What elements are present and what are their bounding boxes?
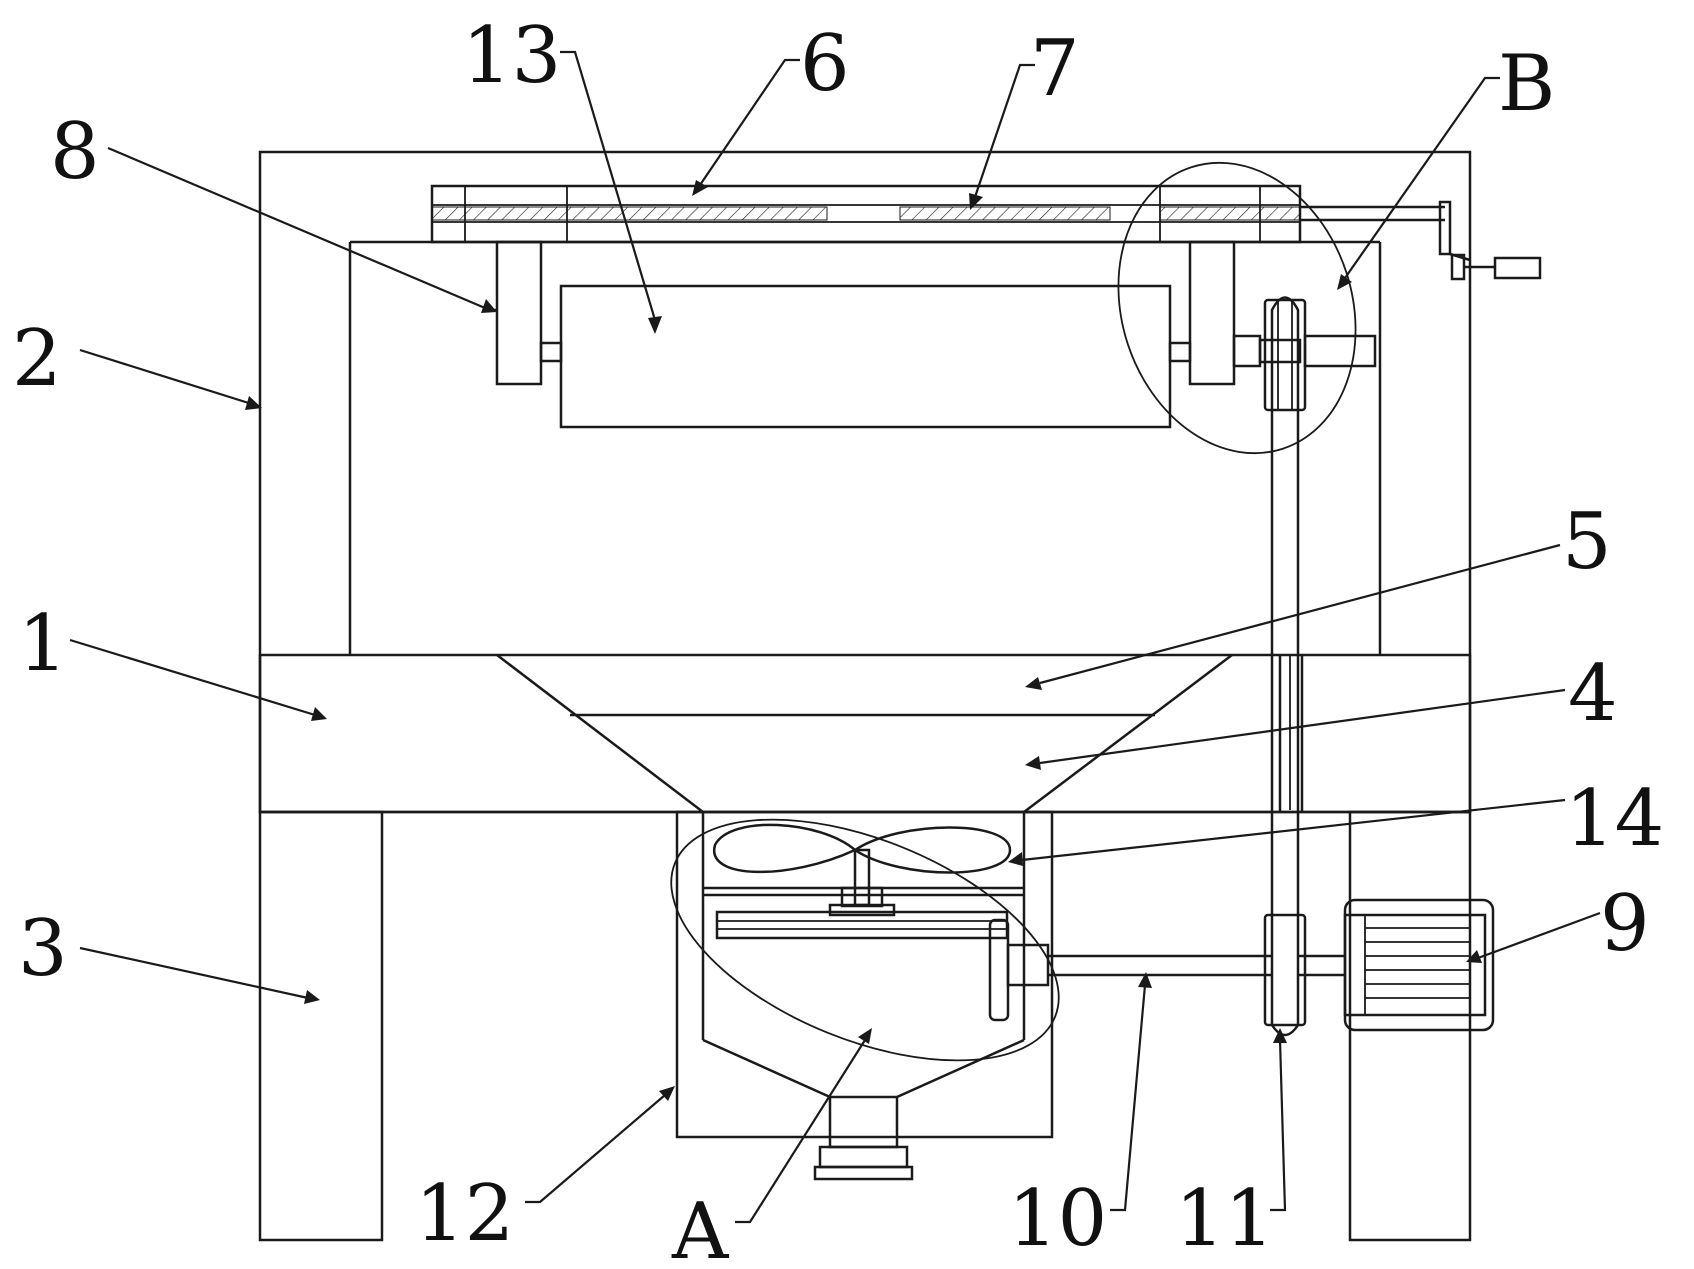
motor	[1343, 898, 1495, 1032]
main-box	[258, 653, 1472, 814]
fan-assembly	[703, 823, 1024, 940]
label-b: B	[1498, 39, 1555, 129]
label-5: 5	[1562, 497, 1612, 587]
label-13: 13	[462, 11, 561, 101]
label-8: 8	[50, 107, 100, 197]
label-3: 3	[18, 904, 68, 994]
legs	[258, 810, 1472, 1242]
label-11: 11	[1175, 1174, 1274, 1264]
detail-circle-a	[670, 818, 1060, 1062]
label-a: A	[671, 1187, 730, 1269]
label-14: 14	[1565, 774, 1664, 864]
roller-assembly	[487, 240, 1377, 429]
outer-frame	[258, 150, 1472, 814]
label-4: 4	[1568, 649, 1618, 739]
label-12: 12	[415, 1169, 514, 1259]
label-2: 2	[12, 314, 62, 404]
lower-pulley	[1263, 913, 1307, 1027]
label-6: 6	[800, 19, 850, 109]
top-rail	[430, 184, 1445, 244]
label-1: 1	[18, 599, 68, 689]
drive-belt	[1270, 296, 1300, 1037]
leader-lines	[69, 50, 1601, 1224]
hand-crank	[1438, 200, 1542, 281]
upper-pulley	[1263, 298, 1307, 412]
drive-shaft	[988, 918, 1345, 1022]
label-10: 10	[1008, 1174, 1107, 1264]
label-7: 7	[1030, 24, 1080, 114]
collection-box	[675, 810, 1054, 1181]
label-9: 9	[1600, 879, 1650, 969]
detail-circle-b	[1117, 161, 1357, 455]
roller	[559, 284, 1172, 429]
part-labels: 13 6 7 B 8 2 5 1 4 14 9 3 12 A 10 11	[12, 11, 1664, 1269]
